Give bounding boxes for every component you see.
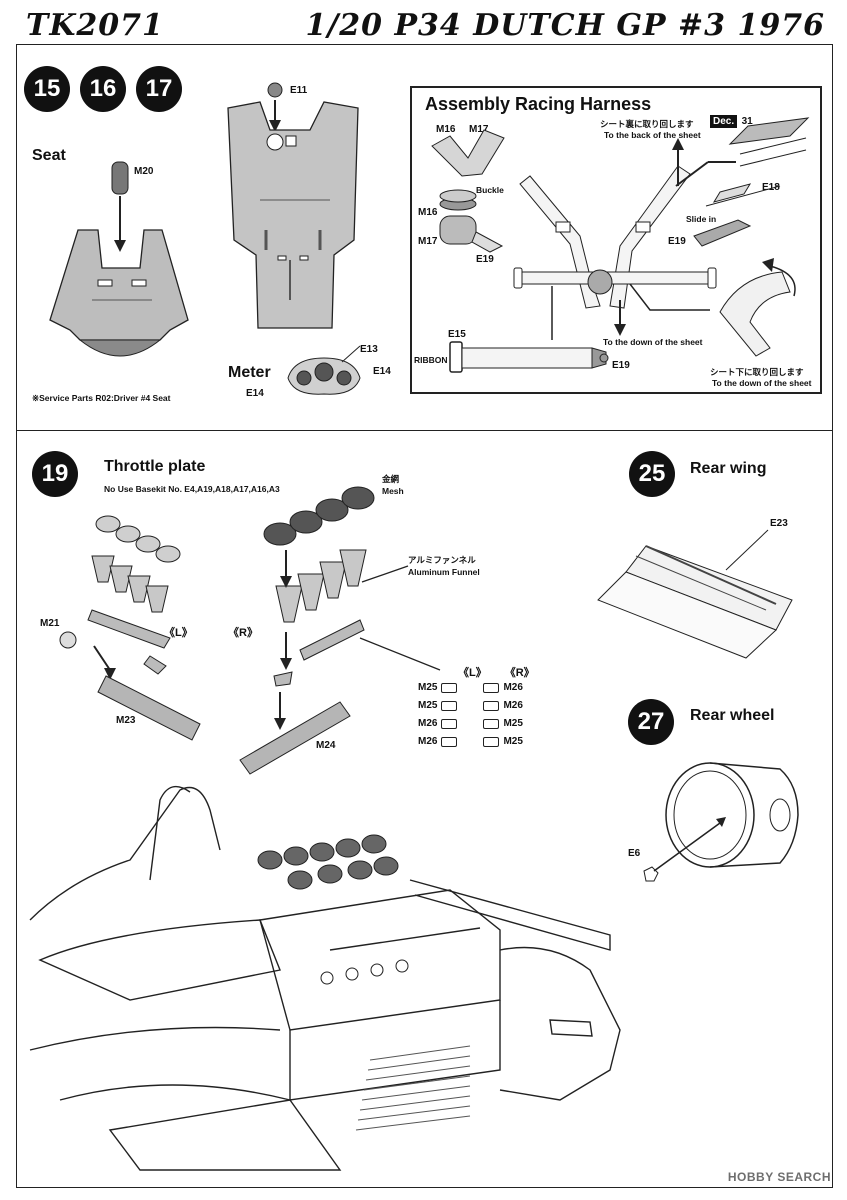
step-17-badge: 17 — [136, 66, 182, 112]
row-right-part: M26 — [503, 700, 523, 711]
seat-part-label: M20 — [134, 166, 154, 177]
harness-illustration — [431, 117, 810, 373]
throttle-illustration — [59, 486, 441, 775]
section-divider — [16, 430, 833, 431]
m21-label: M21 — [40, 618, 60, 629]
seat-note: ※Service Parts R02:Driver #4 Seat — [32, 393, 171, 403]
row-right-part: M25 — [503, 736, 523, 747]
step-25-badge: 25 — [629, 451, 675, 497]
m23-label: M23 — [116, 715, 136, 726]
row-right-part: M25 — [503, 718, 523, 729]
harness-e18-label: E18 — [762, 182, 780, 193]
part-shape-icon — [483, 682, 500, 693]
row-left-part: M25 — [418, 682, 438, 693]
harness-e15-label: E15 — [448, 329, 466, 340]
part-shape-icon — [441, 700, 458, 711]
kit-code: TK2071 — [26, 8, 164, 43]
harness-m16-left-label: M16 — [418, 207, 438, 218]
throttle-title: Throttle plate — [104, 458, 206, 475]
rear-wing-title: Rear wing — [690, 460, 767, 477]
sheet-frame — [16, 44, 833, 1188]
seat-illustration — [49, 161, 189, 357]
table-row: M26 M25 — [418, 718, 523, 729]
cockpit-part-label: E11 — [290, 85, 308, 96]
part-shape-icon — [441, 736, 458, 747]
sheet-down-en: To the down of the sheet — [712, 378, 812, 388]
harness-e19-b-label: E19 — [668, 236, 686, 247]
harness-e19-c-label: E19 — [612, 360, 630, 371]
harness-dec-tag: Dec. 31 — [710, 111, 753, 129]
watermark: HOBBY SEARCH — [727, 1170, 831, 1184]
harness-buckle-label: Buckle — [476, 185, 504, 195]
rear-wing-part-label: E23 — [770, 518, 788, 529]
harness-title: Assembly Racing Harness — [425, 94, 652, 114]
cockpit-illustration — [227, 82, 359, 329]
meter-e13-label: E13 — [360, 344, 378, 355]
mesh-en: Mesh — [382, 486, 404, 496]
part-shape-icon — [441, 682, 458, 693]
meter-illustration — [287, 345, 361, 395]
part-table: 《L》 《R》 — [418, 664, 538, 680]
meter-e14-right-label: E14 — [373, 366, 391, 377]
rear-wheel-title: Rear wheel — [690, 707, 775, 724]
table-row: M26 M25 — [418, 736, 523, 747]
part-shape-icon — [483, 718, 500, 729]
rear-wing-illustration — [597, 529, 793, 659]
row-left-part: M26 — [418, 736, 438, 747]
step-27-badge: 27 — [628, 699, 674, 745]
part-shape-icon — [483, 700, 500, 711]
engine-overview-illustration — [29, 785, 621, 1171]
row-right-part: M26 — [503, 682, 523, 693]
decal-badge: Dec. — [710, 115, 738, 128]
step-16-badge: 16 — [80, 66, 126, 112]
part-shape-icon — [483, 736, 500, 747]
step-19-badge: 19 — [32, 451, 78, 497]
down-sheet-a: To the down of the sheet — [603, 337, 703, 347]
table-row: M25 M26 — [418, 700, 523, 711]
row-left-part: M25 — [418, 700, 438, 711]
decal-number: 31 — [741, 116, 753, 127]
sheet-down-jp: シート下に取り回します — [710, 367, 804, 377]
rear-wheel-part-label: E6 — [628, 848, 641, 859]
sheet-back-jp: シート裏に取り回します — [600, 119, 694, 129]
throttle-note: No Use Basekit No. E4,A19,A18,A17,A16,A3 — [104, 484, 280, 494]
ribbon-label: RIBBON — [414, 355, 448, 365]
sheet-back-en: To the back of the sheet — [604, 130, 701, 140]
row-left-part: M26 — [418, 718, 438, 729]
rear-wheel-illustration — [643, 762, 799, 882]
harness-panel — [410, 86, 822, 394]
funnel-en: Aluminum Funnel — [408, 567, 480, 577]
harness-m16-label: M16 — [436, 124, 456, 135]
funnel-jp: アルミファンネル — [408, 555, 476, 565]
step-15-badge: 15 — [24, 66, 70, 112]
right-side-label: 《R》 — [228, 627, 258, 639]
slide-in-label: Slide in — [686, 214, 717, 224]
part-shape-icon — [441, 718, 458, 729]
meter-e14-left-label: E14 — [246, 388, 264, 399]
harness-m17-label: M17 — [469, 124, 489, 135]
page-title: 1/20 P34 DUTCH GP #3 1976 — [305, 8, 825, 43]
harness-m17-left-label: M17 — [418, 236, 438, 247]
left-side-label: 《L》 — [164, 627, 193, 639]
m24-label: M24 — [316, 740, 336, 751]
harness-e19-a-label: E19 — [476, 254, 494, 265]
table-head-left: 《L》 — [458, 667, 487, 679]
table-row: M25 M26 — [418, 682, 523, 693]
meter-title: Meter — [228, 364, 271, 381]
table-head-right: 《R》 — [504, 667, 535, 679]
seat-title: Seat — [32, 147, 66, 164]
mesh-jp: 金網 — [382, 474, 400, 484]
